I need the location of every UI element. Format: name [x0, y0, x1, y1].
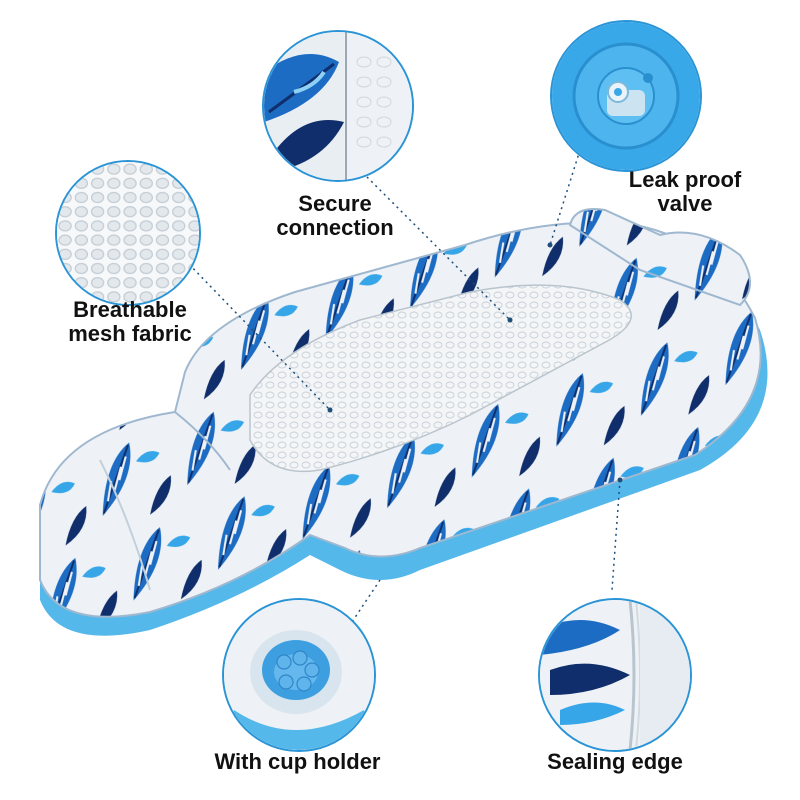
- breathable-line2: mesh fabric: [68, 321, 192, 346]
- float-headrest: [568, 208, 751, 307]
- mesh-seat: [249, 284, 632, 473]
- sealing-edge-detail: [538, 598, 692, 752]
- sealing-edge-label: Sealing edge: [547, 749, 683, 774]
- secure-connection-line2: connection: [276, 215, 394, 240]
- breathable-line1: Breathable: [73, 297, 187, 322]
- sealing-edge-icon: [540, 600, 690, 750]
- cup-holder-detail: [222, 598, 376, 752]
- callout-line-secure: [349, 159, 511, 321]
- mesh-texture-icon: [57, 162, 199, 304]
- valve-detail: [550, 20, 702, 172]
- secure-connection-detail: [262, 30, 414, 182]
- secure-connection-label: Secure connection: [255, 192, 415, 240]
- leak-proof-line2: valve: [657, 191, 713, 216]
- callout-line-sealing: [611, 479, 621, 591]
- breathable-mesh-label: Breathable mesh fabric: [40, 298, 220, 346]
- leak-proof-label: Leak proof valve: [610, 168, 760, 216]
- valve-icon: [552, 22, 700, 170]
- cup-holder-label: With cup holder: [214, 749, 381, 774]
- callout-line-valve: [549, 149, 581, 246]
- cup-holder-icon: [224, 600, 374, 750]
- mesh-fabric-detail: [55, 160, 201, 306]
- leaf-seam-icon: [264, 32, 412, 180]
- leak-proof-line1: Leak proof: [628, 167, 742, 192]
- secure-connection-line1: Secure: [298, 191, 372, 216]
